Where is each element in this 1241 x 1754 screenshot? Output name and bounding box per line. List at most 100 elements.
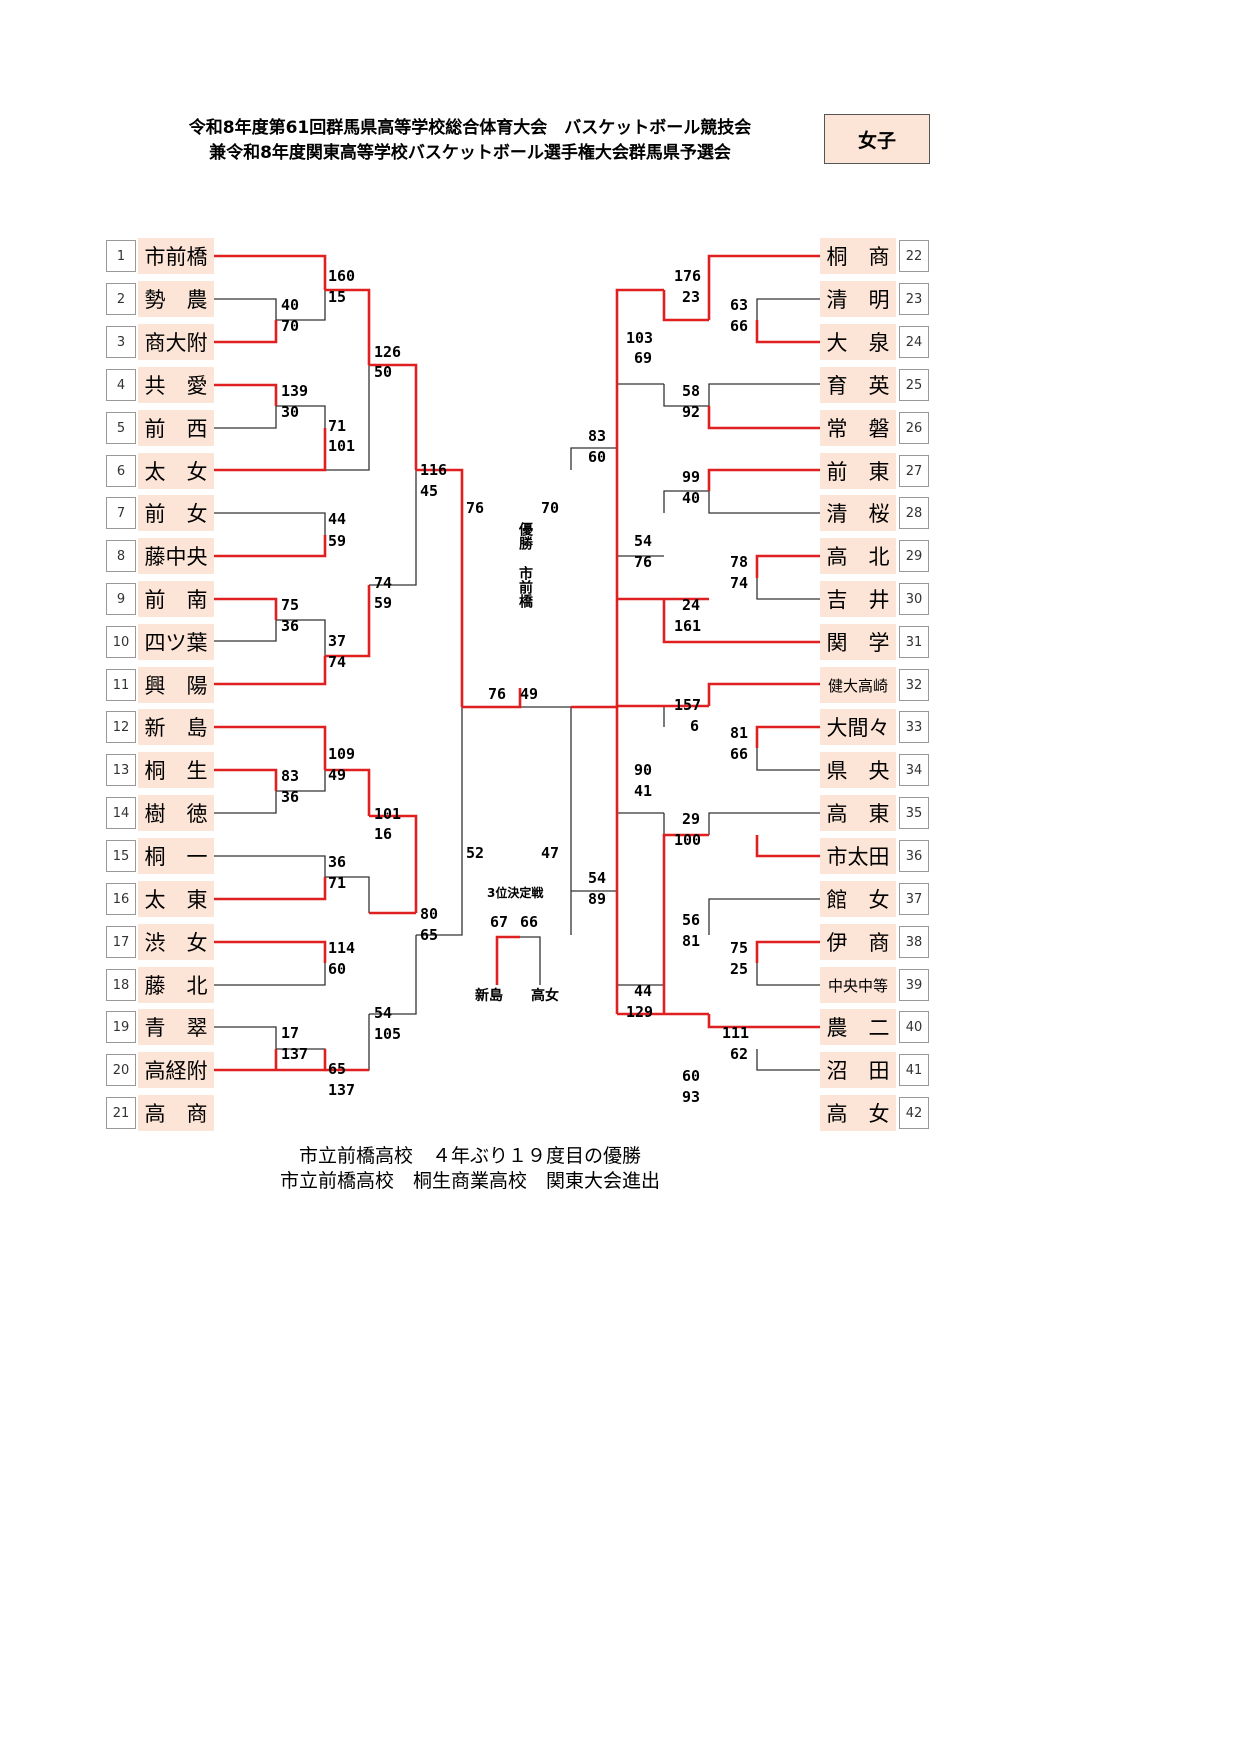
champion-team: 市前橋 [517,566,533,608]
score: 83 [588,427,607,445]
score: 40 [281,296,300,314]
team-name: 勢 農 [138,281,214,317]
team-name: 桐 商 [820,238,896,274]
score: 36 [281,788,300,806]
seed-number: 24 [899,326,929,358]
score: 69 [634,349,653,367]
seed-number: 37 [899,883,929,915]
team-name: 伊 商 [820,924,896,960]
score: 76 [634,553,653,571]
team-name: 共 愛 [138,367,214,403]
seed-number: 40 [899,1011,929,1043]
score: 36 [328,853,347,871]
score: 74 [374,574,393,592]
team-name: 沼 田 [820,1052,896,1088]
score: 65 [328,1060,347,1078]
team-name: 青 翠 [138,1009,214,1045]
seed-number: 29 [899,540,929,572]
score: 60 [588,448,607,466]
score: 47 [541,844,560,862]
team-name: 四ツ葉 [138,624,214,660]
team-name: 高 東 [820,795,896,831]
score: 54 [588,869,607,887]
seed-number: 31 [899,626,929,658]
score: 36 [281,617,300,635]
team-name: 市太田 [820,838,896,874]
score: 161 [674,617,702,635]
team-name: 高 女 [820,1095,896,1131]
score: 54 [374,1004,393,1022]
seed-number: 3 [106,326,136,358]
score: 66 [730,745,749,763]
team-name: 大間々 [820,709,896,745]
seed-number: 2 [106,283,136,315]
footer-line-1: 市立前橋高校 ４年ぶり１９度目の優勝 [298,1145,641,1167]
third-team-left: 新島 [475,988,503,1004]
score: 90 [634,761,653,779]
final-score-right: 49 [520,685,539,703]
seed-number: 20 [106,1054,136,1086]
score: 56 [682,911,701,929]
seed-number: 22 [899,240,929,272]
score: 25 [730,960,749,978]
team-name: 健大高崎 [820,667,896,703]
third-score-left: 67 [490,913,509,931]
score: 89 [588,890,607,908]
team-name: 農 二 [820,1009,896,1045]
team-name: 育 英 [820,367,896,403]
score: 65 [420,926,439,944]
seed-number: 15 [106,840,136,872]
seed-number: 13 [106,754,136,786]
score: 100 [674,831,702,849]
team-name: 商大附 [138,324,214,360]
team-name: 前 西 [138,410,214,446]
score: 24 [682,596,701,614]
score: 29 [682,810,701,828]
seed-number: 35 [899,797,929,829]
score: 92 [682,403,701,421]
score: 17 [281,1024,300,1042]
team-name: 中央中等 [820,967,896,1003]
seed-number: 34 [899,754,929,786]
score: 126 [374,343,402,361]
score: 81 [730,724,749,742]
seed-number: 21 [106,1097,136,1129]
seed-number: 33 [899,711,929,743]
score: 37 [328,632,347,650]
seed-number: 16 [106,883,136,915]
team-name: 大 泉 [820,324,896,360]
team-name: 常 磐 [820,410,896,446]
team-name: 高 北 [820,538,896,574]
score: 81 [682,932,701,950]
score: 59 [328,532,347,550]
score: 139 [281,382,309,400]
seed-number: 23 [899,283,929,315]
seed-number: 28 [899,497,929,529]
score: 129 [626,1003,654,1021]
team-name: 興 陽 [138,667,214,703]
team-name: 高経附 [138,1052,214,1088]
team-name: 県 央 [820,752,896,788]
team-name: 関 学 [820,624,896,660]
score: 101 [374,805,402,823]
score: 137 [281,1045,309,1063]
seed-number: 5 [106,412,136,444]
score: 70 [541,499,560,517]
score: 60 [328,960,347,978]
score: 15 [328,288,347,306]
team-name: 市前橋 [138,238,214,274]
team-name: 桐 生 [138,752,214,788]
score: 105 [374,1025,402,1043]
score: 49 [328,766,347,784]
score: 6 [690,717,700,735]
seed-number: 36 [899,840,929,872]
score: 54 [634,532,653,550]
score: 40 [682,489,701,507]
score: 23 [682,288,701,306]
third-place-label: 3位決定戦 [487,886,544,900]
seed-number: 18 [106,969,136,1001]
title-line-2: 兼令和8年度関東高等学校バスケットボール選手権大会群馬県予選会 [209,143,731,163]
team-name: 前 女 [138,495,214,531]
seed-number: 10 [106,626,136,658]
seed-number: 38 [899,926,929,958]
